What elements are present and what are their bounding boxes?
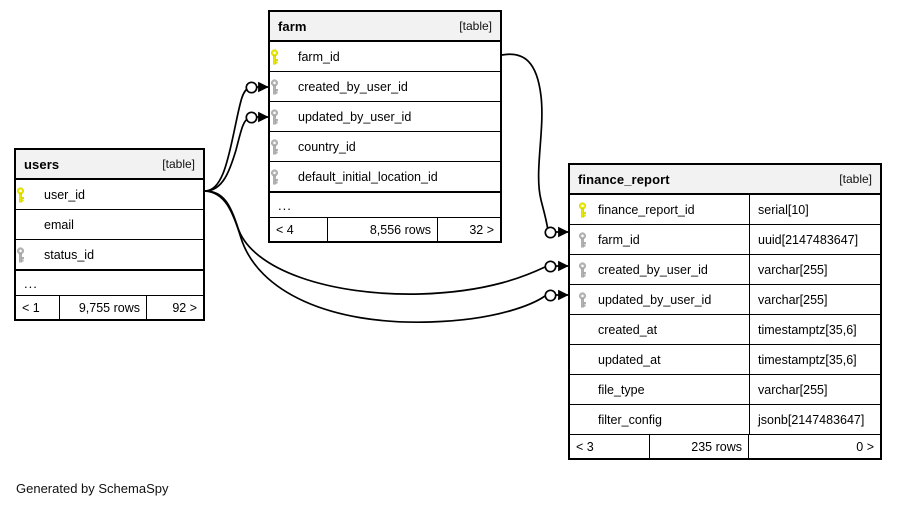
column-name: default_initial_location_id — [298, 169, 438, 184]
column-name: created_by_user_id — [298, 79, 408, 94]
table-row[interactable]: filter_config jsonb[2147483647] — [570, 405, 880, 435]
column-name: status_id — [44, 247, 95, 262]
column-name: filter_config — [598, 412, 662, 427]
table-row[interactable]: updated_by_user_id — [270, 102, 500, 132]
table-finance-report-kind-label: [table] — [839, 172, 872, 186]
foreign-key-icon — [270, 102, 290, 131]
table-farm[interactable]: farm [table] farm_id created_by_user_id — [268, 10, 502, 243]
column-name: email — [44, 217, 74, 232]
table-finance-report-footer: < 3 235 rows 0 > — [570, 435, 880, 458]
foreign-key-icon — [270, 72, 290, 101]
table-row[interactable]: status_id — [16, 240, 203, 270]
edge-farm-to-finance-report-farm-id — [501, 53, 569, 239]
primary-key-icon — [270, 42, 290, 71]
foreign-key-icon — [16, 240, 36, 269]
table-row[interactable]: user_id — [16, 180, 203, 210]
column-type: timestamptz[35,6] — [749, 345, 880, 374]
table-row[interactable]: updated_by_user_id varchar[255] — [570, 285, 880, 315]
more-columns-indicator: ... — [270, 192, 500, 218]
column-name: updated_by_user_id — [298, 109, 412, 124]
table-row[interactable]: country_id — [270, 132, 500, 162]
table-row[interactable]: farm_id uuid[2147483647] — [570, 225, 880, 255]
primary-key-icon — [578, 201, 598, 218]
generated-by-caption: Generated by SchemaSpy — [16, 481, 169, 496]
edge-users-to-farm-updated-by — [204, 111, 269, 192]
table-row[interactable]: email — [16, 210, 203, 240]
column-name: file_type — [598, 382, 645, 397]
table-users-header: users [table] — [16, 150, 203, 180]
table-users[interactable]: users [table] user_id email — [14, 148, 205, 321]
column-type: varchar[255] — [749, 285, 880, 314]
table-farm-kind-label: [table] — [459, 19, 492, 33]
table-row[interactable]: finance_report_id serial[10] — [570, 195, 880, 225]
column-name: created_at — [598, 322, 658, 337]
no-key-spacer — [16, 210, 36, 239]
table-row[interactable]: file_type varchar[255] — [570, 375, 880, 405]
table-finance-report-header: finance_report [table] — [570, 165, 880, 195]
table-users-name: users — [24, 156, 60, 172]
table-farm-header: farm [table] — [270, 12, 500, 42]
table-row[interactable]: created_at timestamptz[35,6] — [570, 315, 880, 345]
column-name-cell: created_by_user_id — [570, 255, 749, 284]
column-name-cell: farm_id — [570, 225, 749, 254]
table-farm-name: farm — [278, 18, 307, 34]
column-name: updated_by_user_id — [598, 292, 712, 307]
foreign-key-icon — [270, 132, 290, 161]
table-users-kind-label: [table] — [162, 157, 195, 171]
incoming-relationship-count: < 4 — [270, 218, 328, 241]
column-name: farm_id — [298, 49, 340, 64]
foreign-key-icon — [270, 162, 290, 191]
table-row[interactable]: created_by_user_id — [270, 72, 500, 102]
row-count: 9,755 rows — [60, 296, 147, 319]
row-count: 235 rows — [650, 435, 749, 458]
foreign-key-icon — [578, 291, 598, 308]
table-row[interactable]: default_initial_location_id — [270, 162, 500, 192]
table-row[interactable]: farm_id — [270, 42, 500, 72]
outgoing-relationship-count: 32 > — [469, 222, 494, 237]
column-type: jsonb[2147483647] — [749, 405, 880, 434]
table-row[interactable]: created_by_user_id varchar[255] — [570, 255, 880, 285]
table-users-footer: < 1 9,755 rows 92 > — [16, 296, 203, 319]
outgoing-relationship-count: 92 > — [172, 300, 197, 315]
table-finance-report[interactable]: finance_report [table] finance_report_id… — [568, 163, 882, 460]
column-name: updated_at — [598, 352, 661, 367]
column-name-cell: finance_report_id — [570, 195, 749, 224]
foreign-key-icon — [578, 231, 598, 248]
more-columns-indicator: ... — [16, 270, 203, 296]
column-type: timestamptz[35,6] — [749, 315, 880, 344]
edge-users-to-farm-created-by — [204, 81, 269, 192]
column-name: created_by_user_id — [598, 262, 708, 277]
column-name: user_id — [44, 187, 85, 202]
column-type: uuid[2147483647] — [749, 225, 880, 254]
column-name-cell: updated_at — [570, 345, 749, 374]
incoming-relationship-count: < 3 — [570, 435, 650, 458]
table-finance-report-name: finance_report — [578, 171, 670, 187]
outgoing-relationship-count: 0 > — [856, 439, 874, 454]
column-name: farm_id — [598, 232, 640, 247]
column-name-cell: file_type — [570, 375, 749, 404]
column-name-cell: created_at — [570, 315, 749, 344]
incoming-relationship-count: < 1 — [16, 296, 60, 319]
table-row[interactable]: updated_at timestamptz[35,6] — [570, 345, 880, 375]
column-type: varchar[255] — [749, 255, 880, 284]
column-name: country_id — [298, 139, 356, 154]
foreign-key-icon — [578, 261, 598, 278]
column-type: varchar[255] — [749, 375, 880, 404]
column-name-cell: updated_by_user_id — [570, 285, 749, 314]
column-name-cell: filter_config — [570, 405, 749, 434]
column-name: finance_report_id — [598, 202, 695, 217]
table-farm-footer: < 4 8,556 rows 32 > — [270, 218, 500, 241]
primary-key-icon — [16, 180, 36, 209]
column-type: serial[10] — [749, 195, 880, 224]
row-count: 8,556 rows — [328, 218, 438, 241]
